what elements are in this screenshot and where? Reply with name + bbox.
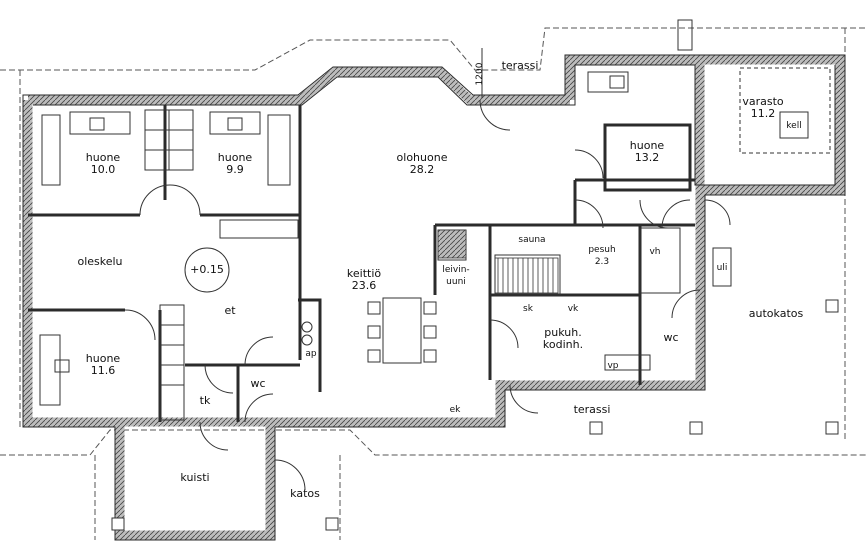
room-name: huone	[85, 151, 121, 164]
room-label-huone-a: huone 10.0	[86, 152, 120, 176]
room-label-oleskelu: oleskelu	[77, 255, 123, 268]
sauna-benches	[437, 229, 559, 294]
chimney	[677, 19, 693, 51]
room-label-leivinuuni: leivin- uuni	[442, 264, 469, 288]
label-line: pukuh.	[544, 326, 582, 339]
room-label-sk: sk	[523, 304, 533, 314]
room-name: keittiö	[346, 267, 382, 280]
label-line: uuni	[446, 277, 466, 287]
room-label-pesuh: pesuh 2.3	[588, 244, 615, 268]
label-line: leivin-	[442, 265, 470, 275]
room-name: huone	[85, 352, 121, 365]
room-label-huone-c: huone 13.2	[630, 140, 664, 164]
room-name: pesuh	[588, 245, 616, 255]
room-area: 11.2	[750, 107, 776, 120]
label-line: kodinh.	[542, 338, 584, 351]
room-name: olohuone	[396, 151, 448, 164]
room-label-pukuh: pukuh. kodinh.	[543, 327, 583, 351]
room-name: huone	[629, 139, 665, 152]
room-label-vk: vk	[567, 304, 579, 314]
room-area: 2.3	[594, 257, 610, 267]
room-area: 28.2	[409, 163, 435, 176]
room-label-wc-a: wc	[250, 377, 266, 390]
label-vp: vp	[607, 361, 619, 371]
room-label-olohuone: olohuone 28.2	[397, 152, 448, 176]
entry-steps	[604, 354, 651, 371]
room-label-huone-b: huone 9.9	[218, 152, 252, 176]
label-ap: ap	[305, 349, 317, 359]
room-label-varasto: varasto 11.2	[742, 96, 783, 120]
room-label-kell: kell	[786, 121, 802, 131]
door-swings	[124, 99, 731, 491]
room-label-terassi-north: terassi	[501, 59, 539, 72]
room-label-autokatos: autokatos	[748, 307, 804, 320]
room-label-wc-b: wc	[663, 331, 679, 344]
room-label-sauna: sauna	[518, 235, 546, 245]
room-area: 11.6	[90, 364, 116, 377]
dimension-label: 1200	[475, 62, 485, 86]
room-area: 9.9	[226, 163, 244, 176]
room-area: 13.2	[634, 151, 660, 164]
label-ek: ek	[449, 405, 461, 415]
room-label-uli: uli	[716, 263, 728, 273]
wardrobes	[144, 109, 299, 421]
room-name: huone	[217, 151, 253, 164]
room-area: 23.6	[351, 279, 377, 292]
room-label-huone-d: huone 11.6	[86, 353, 120, 377]
room-label-keittio: keittiö 23.6	[347, 268, 381, 292]
room-label-terassi-south: terassi	[573, 403, 611, 416]
exterior-walls	[23, 55, 845, 540]
room-label-tk: tk	[199, 394, 211, 407]
level-marker: +0.15	[190, 263, 224, 276]
room-label-kuisti: kuisti	[180, 471, 210, 484]
room-label-et: et	[224, 304, 236, 317]
room-label-vh: vh	[649, 247, 661, 257]
room-area: 10.0	[90, 163, 116, 176]
roof-outline	[0, 27, 867, 540]
room-label-katos: katos	[290, 487, 320, 500]
terrace-posts	[111, 299, 839, 531]
room-name: varasto	[742, 95, 784, 108]
exterior-wall-edges	[22, 54, 846, 541]
